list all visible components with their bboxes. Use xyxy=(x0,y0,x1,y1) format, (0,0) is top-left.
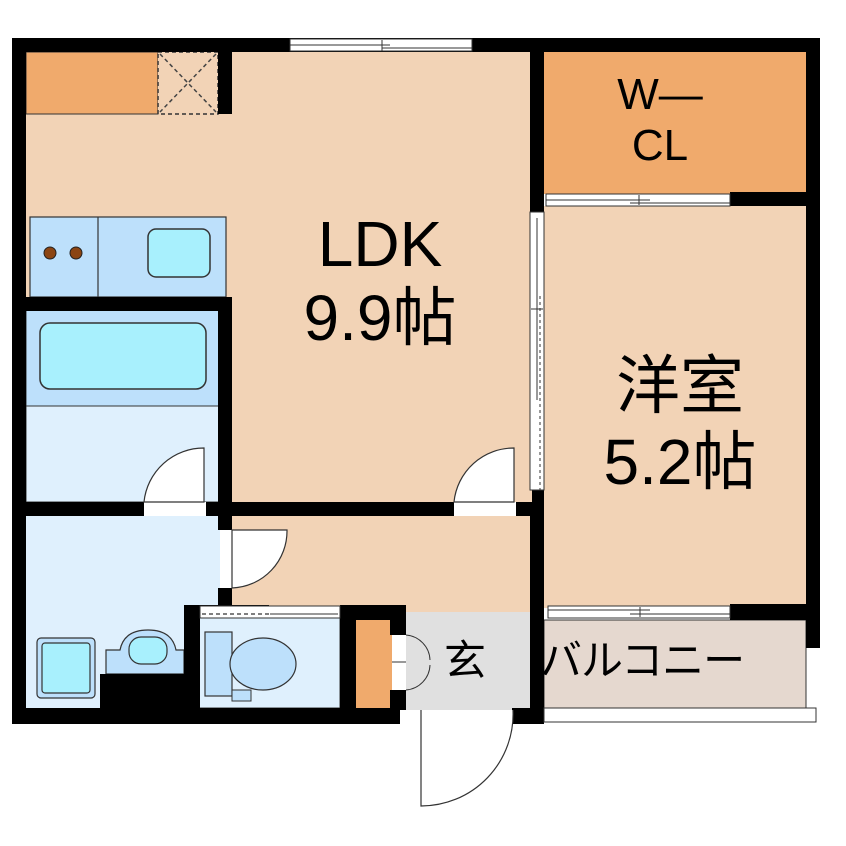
shoe-cabinet xyxy=(354,620,392,708)
entrance-door-swing xyxy=(420,709,514,807)
kitchen-counter xyxy=(29,216,227,298)
entrance-floor xyxy=(400,612,530,710)
ldk-size: 9.9帖 xyxy=(303,282,457,354)
sliding-door-toilet xyxy=(199,605,341,619)
room-label-entrance: 玄 xyxy=(443,637,486,684)
bathtub-icon xyxy=(39,322,207,390)
western-room-floor xyxy=(544,206,806,608)
door-swing-ldk xyxy=(453,447,516,516)
storage-shelf xyxy=(25,51,159,115)
western-room-name: 洋室 xyxy=(616,350,744,422)
balcony-floor xyxy=(543,619,807,709)
stove-burner-icon xyxy=(69,246,83,260)
balcony-rail xyxy=(543,707,817,723)
room-label-balcony: バルコニー xyxy=(540,637,745,684)
washing-machine-icon xyxy=(36,637,96,699)
sliding-window-balcony xyxy=(547,605,731,619)
toilet-icon xyxy=(204,631,297,702)
room-label-western-room: 洋室 5.2帖 xyxy=(560,354,800,494)
sliding-door-western-room xyxy=(529,211,545,491)
wash-basin-icon xyxy=(105,629,185,675)
room-label-walk-in-closet: W— CL xyxy=(560,70,760,171)
shoe-cabinet-doors xyxy=(392,634,431,691)
wcl-line1: W— xyxy=(617,70,703,119)
door-swing-washroom xyxy=(220,529,288,589)
room-label-ldk: LDK 9.9帖 xyxy=(280,212,480,350)
window-ldk-top xyxy=(289,38,473,52)
western-room-size: 5.2帖 xyxy=(603,426,757,498)
sink-icon xyxy=(147,228,211,278)
stove-burner-icon xyxy=(43,246,57,260)
door-swing-bath xyxy=(143,447,206,516)
walls xyxy=(12,38,820,724)
ldk-name: LDK xyxy=(317,208,443,280)
walk-in-closet-floor xyxy=(544,52,806,194)
sliding-door-wcl xyxy=(545,193,731,207)
wcl-line2: CL xyxy=(631,120,689,170)
